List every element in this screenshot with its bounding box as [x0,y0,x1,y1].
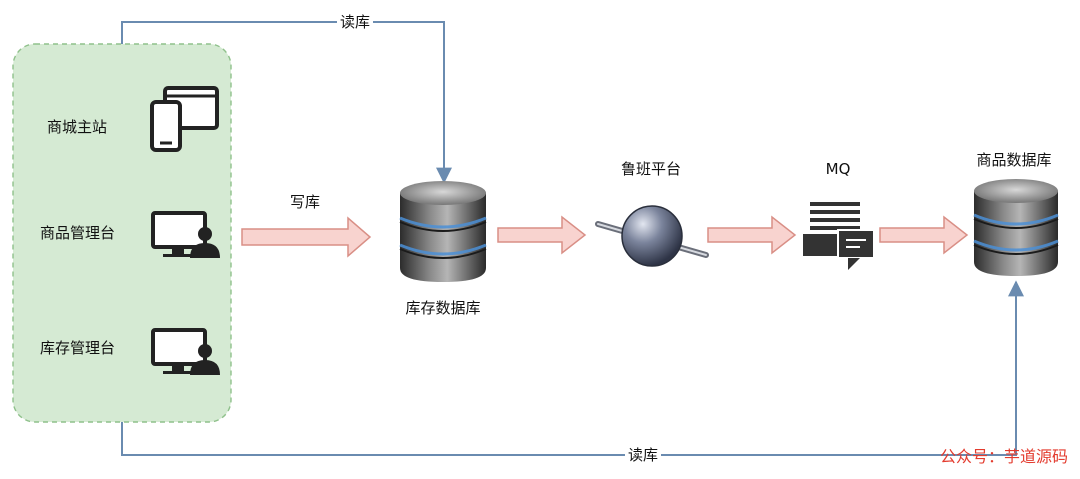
client-label-product-admin: 商品管理台 [40,224,116,242]
client-label-mall: 商城主站 [47,118,108,136]
admin-workstation-icon [151,328,220,375]
read-line-top [121,21,452,184]
edge-label-write: 写库 [289,193,321,211]
watermark-text: 公众号：芋道源码 [939,447,1068,466]
node-label-mq: MQ [825,160,851,178]
node-label-inventory-db: 库存数据库 [405,299,481,317]
mq-icon [803,202,875,270]
flow-arrow-to-product-db [879,215,969,255]
luban-platform-icon [595,205,709,267]
read-line-bottom [121,280,1024,456]
inventory-db-icon [399,181,487,282]
product-db-icon [973,179,1059,276]
desktop-mobile-icon [150,86,219,152]
edge-label-read-top: 读库 [336,13,374,31]
node-label-luban: 鲁班平台 [620,160,682,178]
node-label-product-db: 商品数据库 [976,151,1052,169]
flow-arrow-write [241,216,372,258]
edge-label-read-bottom: 读库 [624,446,662,464]
flow-arrow-to-luban [497,215,587,255]
client-label-inventory-admin: 库存管理台 [40,339,116,357]
flow-arrow-to-mq [707,215,797,255]
admin-workstation-icon [151,211,220,258]
